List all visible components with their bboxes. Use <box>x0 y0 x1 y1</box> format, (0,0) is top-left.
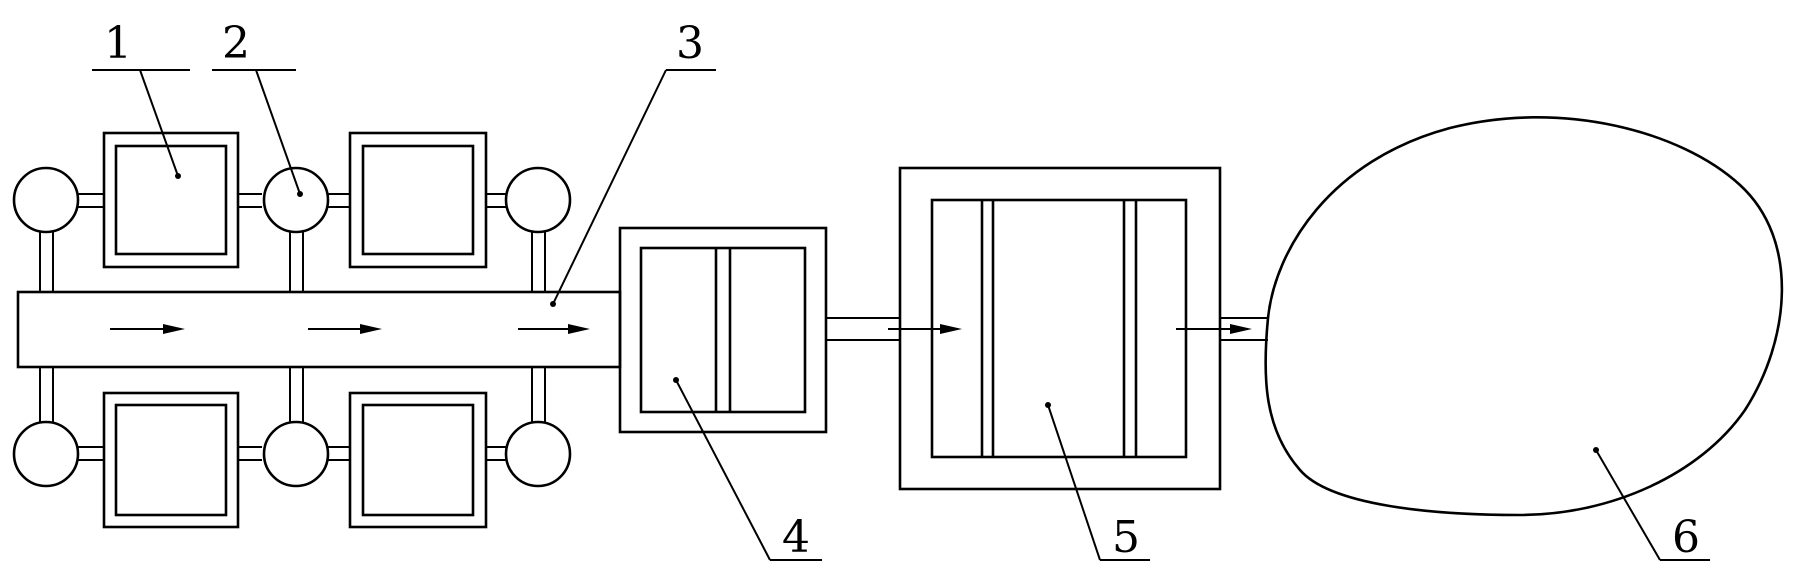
lower-vertical-pipes <box>39 367 546 425</box>
reservoir-6 <box>1264 116 1784 517</box>
lower-tank-1 <box>102 391 240 529</box>
label-unit-1: 1 <box>104 18 132 69</box>
lower-circles <box>12 420 572 488</box>
lower-horizontal-pipes <box>78 446 510 461</box>
unit-5-flow-arrows <box>888 324 1252 334</box>
pipe-4-to-5 <box>826 317 900 341</box>
lower-tank-2 <box>348 391 488 529</box>
label-unit-4: 4 <box>782 512 810 563</box>
component-labels: 1 2 3 4 5 6 <box>104 18 1700 563</box>
upper-horizontal-pipes <box>78 193 510 208</box>
label-unit-3: 3 <box>676 18 704 69</box>
upper-vertical-pipes <box>39 231 546 292</box>
label-unit-5: 5 <box>1112 512 1140 563</box>
label-unit-2: 2 <box>222 18 250 69</box>
upper-circles <box>12 166 572 234</box>
connector-pipes <box>39 193 1268 461</box>
unit-4-box <box>618 226 828 434</box>
upper-tank-1 <box>102 131 240 269</box>
label-unit-6: 6 <box>1672 512 1700 563</box>
upper-tank-2 <box>348 131 488 269</box>
leader-lines <box>92 69 1710 561</box>
pipe-5-to-6 <box>1220 317 1268 341</box>
duct-flow-arrows <box>110 324 590 334</box>
